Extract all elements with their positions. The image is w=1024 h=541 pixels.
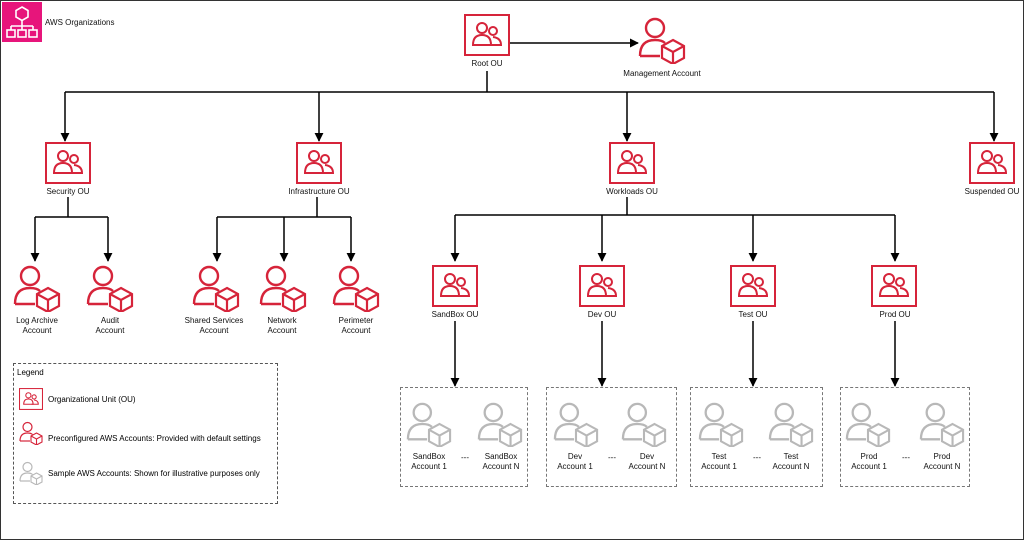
legend-ou-text: Organizational Unit (OU) xyxy=(48,395,136,404)
sandbox-ou-icon xyxy=(432,265,478,307)
dev-ou-icon xyxy=(579,265,625,307)
security-ou-icon xyxy=(45,142,91,184)
infrastructure-ou-label: Infrastructure OU xyxy=(288,187,350,196)
dev-account-1-label: Dev Account 1 xyxy=(557,452,593,471)
dev-account-n-label: Dev Account N xyxy=(629,452,666,471)
shared-services-account-icon xyxy=(192,265,240,312)
sandbox-sample-box xyxy=(400,387,528,487)
prod-separator: --- xyxy=(902,453,910,462)
service-label: AWS Organizations xyxy=(45,18,115,27)
log-archive-line1: Log Archive xyxy=(16,316,58,325)
workloads-ou-label: Workloads OU xyxy=(606,187,658,196)
management-account-label: Management Account xyxy=(623,69,701,78)
prod-ou-label: Prod OU xyxy=(879,310,911,319)
test-separator: --- xyxy=(753,453,761,462)
dev-account-1-line1: Dev xyxy=(567,452,583,461)
prod-sample-box xyxy=(840,387,970,487)
legend-preconfigured-text: Preconfigured AWS Accounts: Provided wit… xyxy=(48,434,261,443)
shared-services-line1: Shared Services xyxy=(184,316,244,325)
test-account-n-label: Test Account N xyxy=(773,452,810,471)
test-account-1-line1: Test xyxy=(711,452,727,461)
shared-services-line2: Account xyxy=(199,325,229,335)
aws-organizations-logo xyxy=(2,2,42,42)
security-ou-label: Security OU xyxy=(46,187,90,196)
sandbox-account-1-line1: SandBox xyxy=(412,452,446,461)
test-ou-icon xyxy=(730,265,776,307)
network-line2: Account xyxy=(267,325,297,335)
sandbox-account-n-line1: SandBox xyxy=(484,452,518,461)
log-archive-account-label: Log Archive Account xyxy=(16,316,58,335)
perimeter-account-icon xyxy=(332,265,380,312)
root-ou-icon xyxy=(464,14,510,56)
sandbox-account-1-label: SandBox Account 1 xyxy=(411,452,447,471)
audit-line1: Audit xyxy=(100,316,120,325)
dev-account-1-line2: Account 1 xyxy=(557,461,593,471)
network-account-icon xyxy=(259,265,307,312)
sandbox-ou-label: SandBox OU xyxy=(431,310,479,319)
infrastructure-ou-icon xyxy=(296,142,342,184)
network-account-label: Network Account xyxy=(267,316,296,335)
network-line1: Network xyxy=(267,316,297,325)
legend-sample-text: Sample AWS Accounts: Shown for illustrat… xyxy=(48,469,260,478)
test-account-n-line2: Account N xyxy=(772,461,810,471)
dev-separator: --- xyxy=(608,453,616,462)
test-ou-label: Test OU xyxy=(738,310,768,319)
audit-account-icon xyxy=(86,265,134,312)
perimeter-line1: Perimeter xyxy=(338,316,374,325)
log-archive-line2: Account xyxy=(22,325,52,335)
test-account-1-line2: Account 1 xyxy=(701,461,737,471)
sandbox-account-n-line2: Account N xyxy=(482,461,520,471)
sandbox-account-1-line2: Account 1 xyxy=(411,461,447,471)
audit-account-label: Audit Account xyxy=(96,316,125,335)
test-account-n-line1: Test xyxy=(783,452,799,461)
sandbox-separator: --- xyxy=(461,453,469,462)
suspended-ou-icon xyxy=(969,142,1015,184)
suspended-ou-label: Suspended OU xyxy=(964,187,1020,196)
perimeter-account-label: Perimeter Account xyxy=(339,316,374,335)
shared-services-account-label: Shared Services Account xyxy=(185,316,244,335)
prod-account-n-label: Prod Account N xyxy=(924,452,961,471)
dev-account-n-line2: Account N xyxy=(628,461,666,471)
dev-sample-box xyxy=(546,387,677,487)
connectors xyxy=(30,38,999,387)
legend-box: Legend Organizational Unit (OU) Preconfi… xyxy=(13,363,278,504)
dev-account-n-line1: Dev xyxy=(639,452,655,461)
prod-account-1-line2: Account 1 xyxy=(851,461,887,471)
prod-account-n-line2: Account N xyxy=(923,461,961,471)
dev-ou-label: Dev OU xyxy=(587,310,617,319)
perimeter-line2: Account xyxy=(341,325,371,335)
test-sample-box xyxy=(690,387,823,487)
management-account-icon xyxy=(638,17,686,64)
log-archive-account-icon xyxy=(13,265,61,312)
prod-account-1-label: Prod Account 1 xyxy=(851,452,887,471)
legend-title: Legend xyxy=(17,368,44,377)
audit-line2: Account xyxy=(95,325,125,335)
root-ou-label: Root OU xyxy=(471,59,503,68)
workloads-ou-icon xyxy=(609,142,655,184)
prod-ou-icon xyxy=(871,265,917,307)
prod-account-n-line1: Prod xyxy=(933,452,951,461)
prod-account-1-line1: Prod xyxy=(860,452,878,461)
sandbox-account-n-label: SandBox Account N xyxy=(483,452,520,471)
test-account-1-label: Test Account 1 xyxy=(701,452,737,471)
